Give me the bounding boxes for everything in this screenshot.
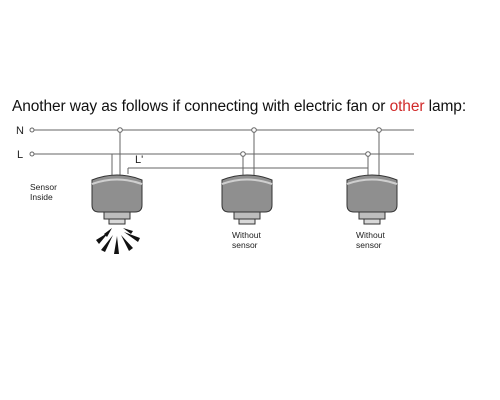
lamp-1-wiring (111, 127, 123, 178)
sensor-detection-rays-icon (96, 228, 140, 254)
lamp-3-caption-line2: sensor (356, 240, 382, 250)
instruction-heading: Another way as follows if connecting wit… (12, 98, 466, 116)
lamp-without-sensor-2 (346, 174, 398, 225)
lamp-2-wiring (240, 127, 257, 178)
heading-text: Another way as follows if connecting wit… (12, 98, 390, 115)
lamp-2-caption-line1: Without (232, 230, 261, 240)
heading-text-end: lamp: (424, 98, 467, 115)
neutral-wire (29, 127, 414, 133)
heading-highlight: other (389, 98, 425, 115)
lamp-3-wiring (365, 127, 382, 178)
sensor-lamp (91, 174, 143, 225)
lamp-without-sensor-1 (221, 174, 273, 225)
live-wire (29, 151, 414, 157)
sensor-lamp-caption-line2: Inside (30, 192, 53, 202)
sensor-lamp-caption-line1: Sensor (30, 182, 57, 192)
lamp-2-caption-line2: sensor (232, 240, 258, 250)
switched-live-label: L' (135, 154, 143, 166)
lamp-3-caption-line1: Without (356, 230, 385, 240)
neutral-wire-label: N (16, 125, 24, 137)
live-wire-label: L (17, 149, 23, 161)
